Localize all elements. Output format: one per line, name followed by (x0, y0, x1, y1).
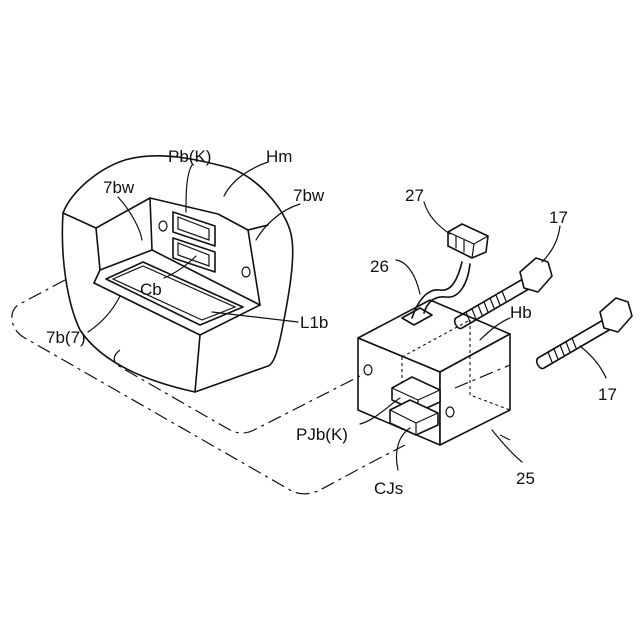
label-7bw-left: 7bw (103, 178, 135, 197)
leader-25 (492, 430, 522, 462)
label-17-top: 17 (549, 208, 568, 227)
label-7bw-right: 7bw (293, 186, 325, 205)
label-hm: Hm (266, 147, 292, 166)
label-l1b: L1b (300, 313, 328, 332)
label-26: 26 (370, 257, 389, 276)
assembly-line-side (500, 435, 510, 440)
leader-17-bottom (580, 346, 606, 378)
label-cjs: CJs (374, 479, 403, 498)
leader-27 (424, 202, 450, 234)
label-cb: Cb (140, 280, 162, 299)
bolt-17-bottom-head (600, 298, 632, 332)
label-27: 27 (405, 186, 424, 205)
label-pbk: Pb(K) (168, 147, 211, 166)
housing-outline (62, 156, 292, 392)
bolt-17-top-head (520, 258, 552, 292)
label-pjbk: PJb(K) (296, 425, 348, 444)
leader-17-top (542, 226, 560, 262)
label-17-bottom: 17 (598, 385, 617, 404)
leader-26 (396, 260, 420, 294)
label-7b: 7b(7) (46, 328, 86, 347)
label-25: 25 (516, 469, 535, 488)
label-hb: Hb (510, 303, 532, 322)
